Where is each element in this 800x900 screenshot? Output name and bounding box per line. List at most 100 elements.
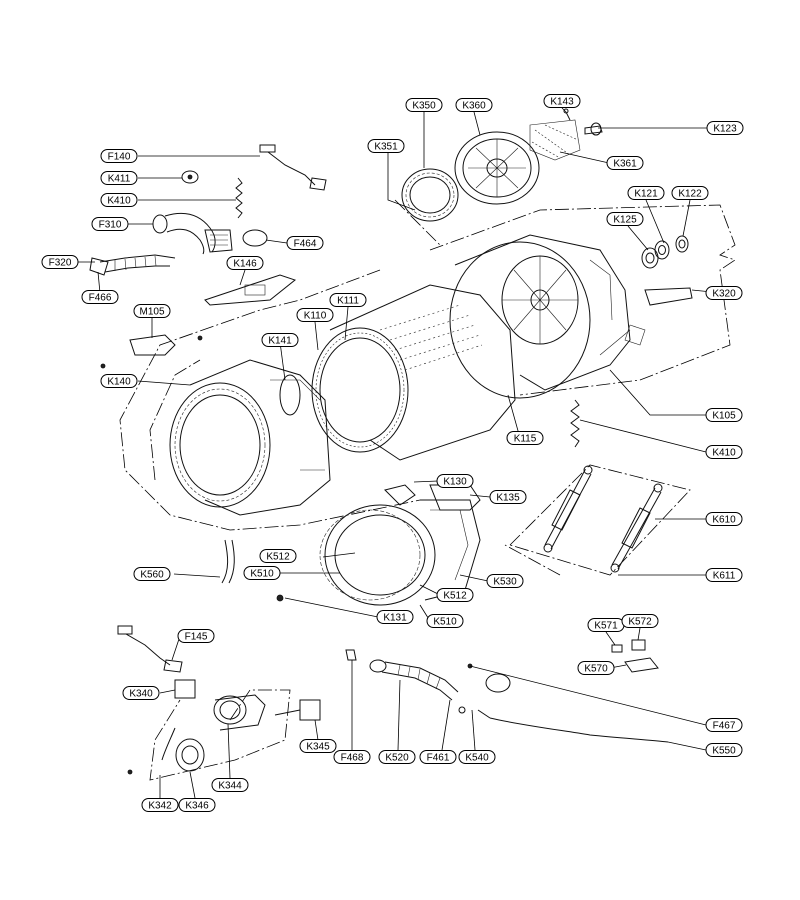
- part-label-box: [606, 156, 644, 170]
- part-label-box: [705, 743, 743, 757]
- part-label-text: K125: [613, 215, 637, 226]
- part-label-text: K146: [233, 259, 257, 270]
- part-label-box: [286, 236, 324, 250]
- part-label-box: [243, 566, 281, 580]
- part-label-k111: K111: [329, 293, 367, 307]
- part-label-k351: K351: [367, 139, 405, 153]
- part-label-k610: K610: [705, 512, 743, 526]
- part-drawings: [89, 108, 736, 781]
- part-label-text: F467: [713, 721, 736, 732]
- part-label-text: K140: [107, 377, 131, 388]
- part-label-text: K512: [443, 591, 467, 602]
- part-label-k572: K572: [621, 614, 659, 628]
- part-label-box: [100, 149, 138, 163]
- part-label-box: [486, 574, 524, 588]
- part-label-box: [91, 217, 129, 231]
- part-label-box: [367, 139, 405, 153]
- part-label-box: [333, 750, 371, 764]
- part-label-text: K342: [148, 801, 172, 812]
- part-label-box: [706, 121, 744, 135]
- part-label-f310: F310: [91, 217, 129, 231]
- drain-pump-assembly: [127, 679, 321, 775]
- part-label-text: K143: [550, 97, 574, 108]
- part-label-text: K560: [140, 570, 164, 581]
- part-label-text: K122: [678, 189, 702, 200]
- part-label-text: K610: [712, 515, 736, 526]
- part-label-f461: F461: [419, 750, 457, 764]
- part-label-k143: K143: [543, 94, 581, 108]
- part-label-text: K550: [712, 746, 736, 757]
- pulley-ring-k350: [401, 168, 459, 222]
- part-label-text: K520: [385, 753, 409, 764]
- part-label-f466: F466: [81, 290, 119, 304]
- part-label-box: [436, 588, 474, 602]
- part-label-box: [419, 750, 457, 764]
- part-label-box: [627, 186, 665, 200]
- part-label-text: K130: [443, 477, 467, 488]
- part-label-box: [405, 98, 443, 112]
- part-label-f464: F464: [286, 236, 324, 250]
- part-label-box: [122, 686, 160, 700]
- part-label-box: [259, 549, 297, 563]
- part-label-k146: K146: [226, 256, 264, 270]
- part-label-box: [436, 474, 474, 488]
- part-label-k123: K123: [706, 121, 744, 135]
- rear-tub-k105: [449, 234, 631, 399]
- part-label-text: K111: [337, 296, 359, 307]
- front-tub-k140: [169, 359, 331, 516]
- part-label-k410b: K410: [705, 445, 743, 459]
- hose-f320: [89, 254, 176, 276]
- part-label-box: [100, 171, 138, 185]
- part-label-box: [489, 490, 527, 504]
- part-label-text: F320: [49, 258, 72, 269]
- part-label-text: K346: [185, 801, 209, 812]
- part-label-text: F461: [427, 753, 450, 764]
- part-label-box: [177, 629, 215, 643]
- part-label-k340: K340: [122, 686, 160, 700]
- part-label-k105: K105: [705, 408, 743, 422]
- part-label-text: K530: [493, 577, 517, 588]
- part-label-box: [376, 610, 414, 624]
- part-label-box: [705, 286, 743, 300]
- part-label-text: K135: [496, 493, 520, 504]
- part-label-box: [133, 567, 171, 581]
- part-label-text: K141: [268, 336, 292, 347]
- part-label-text: K344: [218, 781, 242, 792]
- part-label-text: F468: [341, 753, 364, 764]
- part-label-k346: K346: [178, 798, 216, 812]
- part-label-box: [543, 94, 581, 108]
- part-label-text: F310: [99, 220, 122, 231]
- part-label-k571: K571: [587, 618, 625, 632]
- part-label-k140: K140: [100, 374, 138, 388]
- part-label-text: K570: [584, 664, 608, 675]
- part-label-text: K571: [594, 621, 618, 632]
- part-label-text: K105: [712, 411, 736, 422]
- part-label-text: M105: [139, 307, 164, 318]
- part-label-text: K110: [304, 311, 327, 322]
- part-label-box: [329, 293, 367, 307]
- part-label-box: [226, 256, 264, 270]
- part-label-box: [606, 212, 644, 226]
- part-label-box: [705, 408, 743, 422]
- part-label-text: K115: [514, 434, 537, 445]
- part-label-box: [100, 193, 138, 207]
- part-label-text: K411: [108, 174, 131, 185]
- part-label-k570: K570: [577, 661, 615, 675]
- part-label-text: K510: [433, 617, 457, 628]
- part-label-k540: K540: [458, 750, 496, 764]
- part-label-box: [133, 304, 171, 318]
- part-label-k410a: K410: [100, 193, 138, 207]
- part-label-k512b: K512: [436, 588, 474, 602]
- part-label-box: [211, 778, 249, 792]
- part-label-text: K540: [465, 753, 489, 764]
- part-label-box: [577, 661, 615, 675]
- part-label-text: K510: [250, 569, 274, 580]
- part-label-text: K410: [107, 196, 131, 207]
- part-label-k125: K125: [606, 212, 644, 226]
- part-label-k411: K411: [100, 171, 138, 185]
- part-label-text: K361: [613, 159, 637, 170]
- part-label-text: K351: [374, 142, 398, 153]
- part-label-k130: K130: [436, 474, 474, 488]
- part-label-k611: K611: [705, 568, 743, 582]
